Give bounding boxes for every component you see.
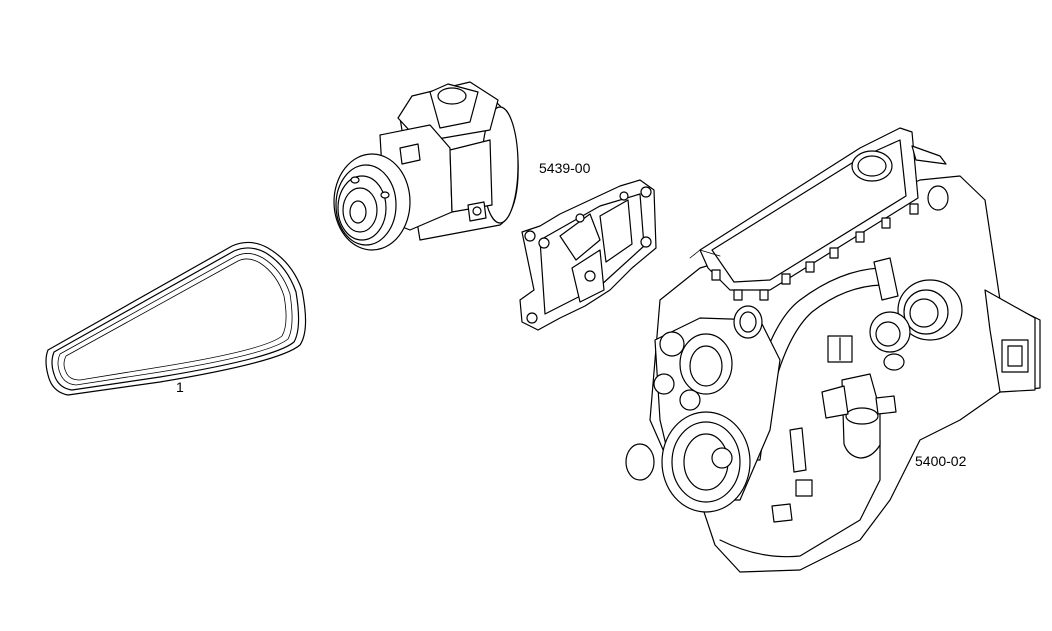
compressor-bracket[interactable] — [519, 179, 657, 331]
drive-belt[interactable] — [45, 241, 307, 396]
belt-part-label: 1 — [176, 379, 184, 395]
bracket-part-label: 5439-00 — [539, 160, 591, 176]
engine-part-label: 5400-02 — [915, 453, 967, 469]
engine-assembly[interactable] — [625, 127, 1041, 573]
ac-compressor[interactable] — [333, 81, 519, 251]
